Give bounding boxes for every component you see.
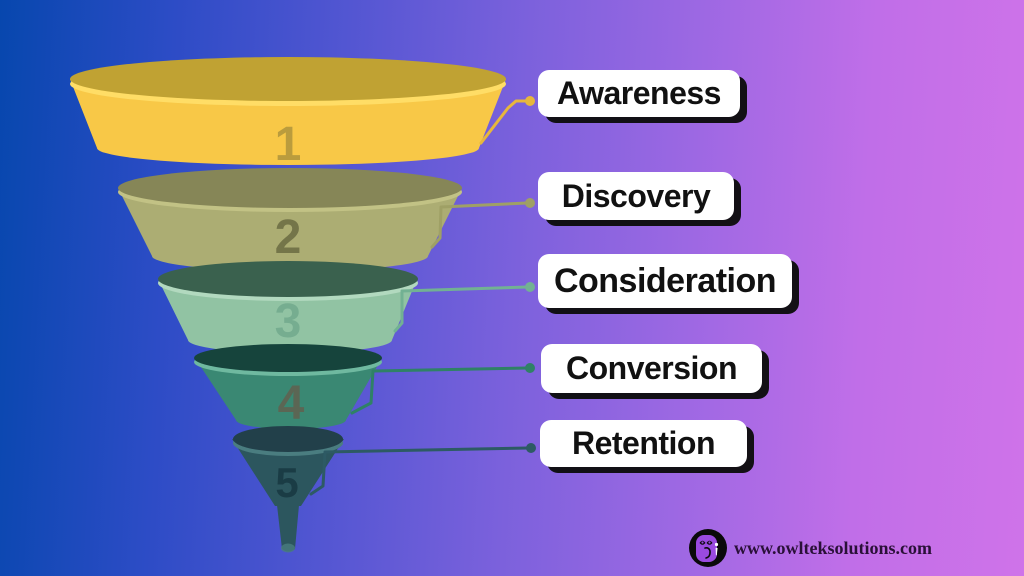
label-retention: Retention [540, 420, 747, 467]
stage-2-top-ellipse [118, 168, 462, 208]
stage-4-top-ellipse [194, 344, 382, 372]
label-consideration: Consideration [538, 254, 792, 308]
funnel-stage-2: 2 [118, 168, 535, 271]
stage-5-spout-tip [281, 543, 295, 553]
connector-consideration [393, 285, 529, 333]
stage-1-number: 1 [275, 118, 302, 171]
label-conversion: Conversion [541, 344, 762, 393]
stage-5-number: 5 [275, 459, 298, 506]
connector-dot-consideration [525, 282, 535, 292]
stage-3-top-ellipse [158, 261, 418, 297]
stage-3-number: 3 [275, 295, 302, 348]
website-url: www.owlteksolutions.com [734, 537, 933, 558]
connector-dot-conversion [525, 363, 535, 373]
stage-5-top-ellipse [233, 426, 343, 452]
label-awareness: Awareness [538, 70, 740, 117]
label-discovery: Discovery [538, 172, 734, 220]
footer-branding: www.owlteksolutions.com [689, 529, 932, 567]
stage-4-body [195, 358, 382, 429]
stage-1-top-ellipse [70, 57, 506, 101]
connector-conversion [350, 366, 529, 415]
funnel-stage-4: 4 [194, 344, 535, 430]
connector-dot-retention [526, 443, 536, 453]
connector-awareness [479, 99, 529, 145]
connector-dot-awareness [525, 96, 535, 106]
stage-2-number: 2 [275, 211, 302, 264]
owl-icon [689, 529, 727, 567]
funnel-stage-5: 5 [232, 426, 536, 553]
connector-retention [309, 446, 530, 496]
connector-dot-discovery [525, 198, 535, 208]
stage-5-spout [277, 505, 299, 552]
connector-discovery [430, 201, 529, 249]
stage-4-number: 4 [278, 377, 305, 430]
funnel-stage-1: 1 [70, 57, 535, 171]
funnel-stage-3: 3 [158, 261, 535, 353]
stage-5-body [232, 439, 344, 506]
